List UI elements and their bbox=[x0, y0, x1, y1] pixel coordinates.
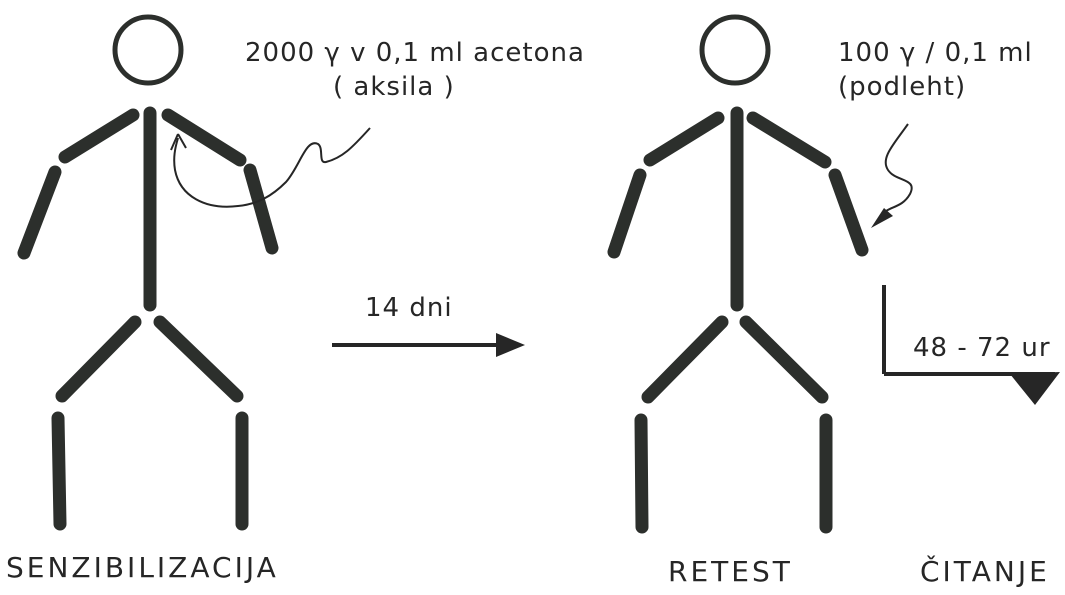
interval-arrow bbox=[332, 333, 525, 357]
left-upper-arm bbox=[643, 111, 725, 167]
reading-time-label: 48 - 72 ur bbox=[913, 333, 1051, 363]
right-thigh bbox=[739, 315, 829, 404]
left-shin bbox=[51, 411, 67, 531]
stick-figure-retest bbox=[607, 14, 869, 534]
retest-dose-label: 100 γ / 0,1 ml bbox=[838, 38, 1033, 68]
left-thigh bbox=[641, 315, 729, 404]
sensitization-caption: SENZIBILIZACIJA bbox=[6, 551, 279, 584]
reading-marker bbox=[1010, 372, 1060, 405]
sensitization-dose-label: 2000 γ v 0,1 ml acetona bbox=[245, 38, 585, 68]
arrowhead-axilla bbox=[170, 133, 187, 151]
interval-label: 14 dni bbox=[365, 293, 453, 323]
stick-figure-sensitization bbox=[17, 14, 279, 531]
right-thigh bbox=[153, 315, 244, 403]
left-upper-arm bbox=[58, 108, 140, 164]
right-upper-arm bbox=[746, 111, 832, 169]
right-forearm bbox=[828, 168, 869, 257]
application-pointer bbox=[173, 127, 371, 208]
reading-caption: ČITANJE bbox=[920, 555, 1050, 588]
injection-pointer bbox=[881, 123, 913, 215]
sensitization-site-label: ( aksila ) bbox=[333, 72, 455, 102]
left-shin bbox=[634, 413, 649, 534]
right-forearm bbox=[243, 163, 279, 255]
left-forearm bbox=[17, 165, 62, 260]
retest-caption: RETEST bbox=[668, 555, 793, 588]
head bbox=[112, 14, 184, 86]
left-forearm bbox=[607, 168, 647, 259]
left-thigh bbox=[55, 315, 142, 403]
head bbox=[699, 14, 771, 86]
arrowhead-forearm bbox=[871, 208, 893, 228]
retest-site-label: (podleht) bbox=[838, 72, 967, 102]
right-upper-arm bbox=[161, 108, 247, 167]
